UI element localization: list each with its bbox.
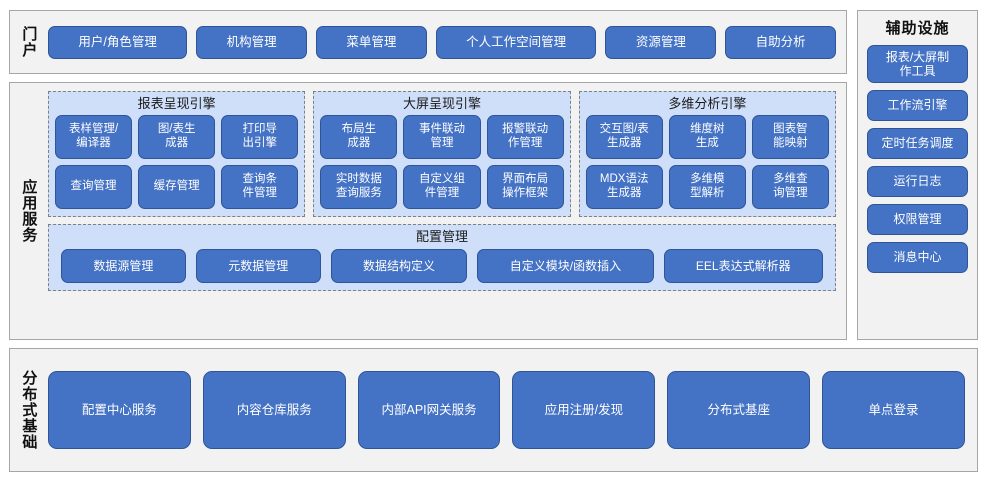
portal-item-resource-management[interactable]: 资源管理 <box>605 25 717 59</box>
aux-item-runtime-log[interactable]: 运行日志 <box>867 166 968 197</box>
engine-multidimensional-analysis-title: 多维分析引擎 <box>668 96 747 111</box>
engine-dashboard-rendering-items: 布局生 成器 事件联动 管理 报警联动 作管理 实时数据 查询服务 自定义组 件… <box>320 115 564 209</box>
config-item-data-structure-definition[interactable]: 数据结构定义 <box>330 249 468 283</box>
auxiliary-items: 报表/大屏制 作工具 工作流引擎 定时任务调度 运行日志 权限管理 消息中心 <box>867 45 968 273</box>
report-item-template-management-compiler[interactable]: 表样管理/ 编译器 <box>55 115 133 159</box>
engine-dashboard-rendering: 大屏呈现引擎 布局生 成器 事件联动 管理 报警联动 作管理 实时数据 查询服务… <box>313 91 571 217</box>
portal-item-org-management[interactable]: 机构管理 <box>196 25 307 59</box>
config-item-custom-module-function-insert[interactable]: 自定义模块/函数插入 <box>477 249 654 283</box>
report-item-chart-table-generator[interactable]: 图/表生 成器 <box>138 115 216 159</box>
engine-dashboard-rendering-title: 大屏呈现引擎 <box>402 96 481 111</box>
aux-item-permission-management[interactable]: 权限管理 <box>867 204 968 235</box>
aux-item-message-center[interactable]: 消息中心 <box>867 242 968 273</box>
engine-report-rendering: 报表呈现引擎 表样管理/ 编译器 图/表生 成器 打印导 出引擎 查询管理 缓存… <box>48 91 306 217</box>
olap-item-interactive-chart-table-generator[interactable]: 交互图/表 生成器 <box>585 115 663 159</box>
aux-item-report-dashboard-authoring-tool[interactable]: 报表/大屏制 作工具 <box>867 45 968 83</box>
application-services-section: 应用服务 报表呈现引擎 表样管理/ 编译器 图/表生 成器 打印导 出引擎 查询… <box>9 82 847 340</box>
engine-multidimensional-analysis-items: 交互图/表 生成器 维度树 生成 图表智 能映射 MDX语法 生成器 多维模 型… <box>585 115 829 209</box>
engine-report-rendering-items: 表样管理/ 编译器 图/表生 成器 打印导 出引擎 查询管理 缓存管理 查询条 … <box>55 115 299 209</box>
config-item-datasource-management[interactable]: 数据源管理 <box>61 249 186 283</box>
portal-item-user-role-management[interactable]: 用户/角色管理 <box>48 25 188 59</box>
configuration-management-title: 配置管理 <box>415 229 468 244</box>
application-services-body: 报表呈现引擎 表样管理/ 编译器 图/表生 成器 打印导 出引擎 查询管理 缓存… <box>46 83 846 339</box>
portal-item-self-service-analysis[interactable]: 自助分析 <box>725 25 836 59</box>
auxiliary-section-label: 辅助设施 <box>885 20 950 37</box>
aux-item-workflow-engine[interactable]: 工作流引擎 <box>867 90 968 121</box>
dashboard-item-alarm-linkage-action-management[interactable]: 报警联动 作管理 <box>486 115 564 159</box>
dist-item-config-center-service[interactable]: 配置中心服务 <box>48 371 191 449</box>
dist-item-single-sign-on[interactable]: 单点登录 <box>822 371 965 449</box>
dashboard-item-layout-generator[interactable]: 布局生 成器 <box>320 115 398 159</box>
olap-item-mdx-syntax-generator[interactable]: MDX语法 生成器 <box>585 165 663 209</box>
portal-section-label: 门户 <box>20 26 38 58</box>
engine-report-rendering-title: 报表呈现引擎 <box>137 96 216 111</box>
distributed-foundation-section-label: 分布式基础 <box>20 370 38 450</box>
dashboard-item-realtime-data-query-service[interactable]: 实时数据 查询服务 <box>320 165 398 209</box>
distributed-foundation-items: 配置中心服务 内容仓库服务 内部API网关服务 应用注册/发现 分布式基座 单点… <box>46 349 977 471</box>
config-item-eel-expression-parser[interactable]: EEL表达式解析器 <box>663 249 823 283</box>
dashboard-item-ui-layout-operation-framework[interactable]: 界面布局 操作框架 <box>486 165 564 209</box>
dist-item-distributed-base[interactable]: 分布式基座 <box>667 371 811 449</box>
auxiliary-section: 辅助设施 报表/大屏制 作工具 工作流引擎 定时任务调度 运行日志 权限管理 消… <box>857 10 978 340</box>
report-item-query-condition-management[interactable]: 查询条 件管理 <box>221 165 299 209</box>
configuration-management-items: 数据源管理 元数据管理 数据结构定义 自定义模块/函数插入 EEL表达式解析器 <box>55 249 829 283</box>
application-services-section-label: 应用服务 <box>20 179 38 243</box>
portal-item-personal-workspace-management[interactable]: 个人工作空间管理 <box>435 25 597 59</box>
aux-item-scheduled-task-scheduler[interactable]: 定时任务调度 <box>867 128 968 159</box>
portal-item-menu-management[interactable]: 菜单管理 <box>315 25 427 59</box>
olap-item-multidimensional-query-management[interactable]: 多维查 询管理 <box>751 165 829 209</box>
engine-row: 报表呈现引擎 表样管理/ 编译器 图/表生 成器 打印导 出引擎 查询管理 缓存… <box>48 91 836 217</box>
portal-items: 用户/角色管理 机构管理 菜单管理 个人工作空间管理 资源管理 自助分析 <box>46 11 846 73</box>
dist-item-app-registration-discovery[interactable]: 应用注册/发现 <box>512 371 656 449</box>
portal-section: 门户 用户/角色管理 机构管理 菜单管理 个人工作空间管理 资源管理 自助分析 <box>9 10 847 74</box>
dist-item-internal-api-gateway-service[interactable]: 内部API网关服务 <box>357 371 501 449</box>
olap-item-chart-smart-mapping[interactable]: 图表智 能映射 <box>751 115 829 159</box>
dist-item-content-repository-service[interactable]: 内容仓库服务 <box>202 371 346 449</box>
dashboard-item-event-linkage-management[interactable]: 事件联动 管理 <box>403 115 481 159</box>
distributed-foundation-section: 分布式基础 配置中心服务 内容仓库服务 内部API网关服务 应用注册/发现 分布… <box>9 348 978 472</box>
report-item-query-management[interactable]: 查询管理 <box>55 165 133 209</box>
dashboard-item-custom-component-management[interactable]: 自定义组 件管理 <box>403 165 481 209</box>
report-item-print-export-engine[interactable]: 打印导 出引擎 <box>221 115 299 159</box>
config-item-metadata-management[interactable]: 元数据管理 <box>195 249 321 283</box>
engine-multidimensional-analysis: 多维分析引擎 交互图/表 生成器 维度树 生成 图表智 能映射 MDX语法 生成… <box>578 91 836 217</box>
olap-item-multidimensional-model-parsing[interactable]: 多维模 型解析 <box>668 165 746 209</box>
report-item-cache-management[interactable]: 缓存管理 <box>138 165 216 209</box>
configuration-management-group: 配置管理 数据源管理 元数据管理 数据结构定义 自定义模块/函数插入 EEL表达… <box>48 224 836 291</box>
olap-item-dimension-tree-generation[interactable]: 维度树 生成 <box>668 115 746 159</box>
